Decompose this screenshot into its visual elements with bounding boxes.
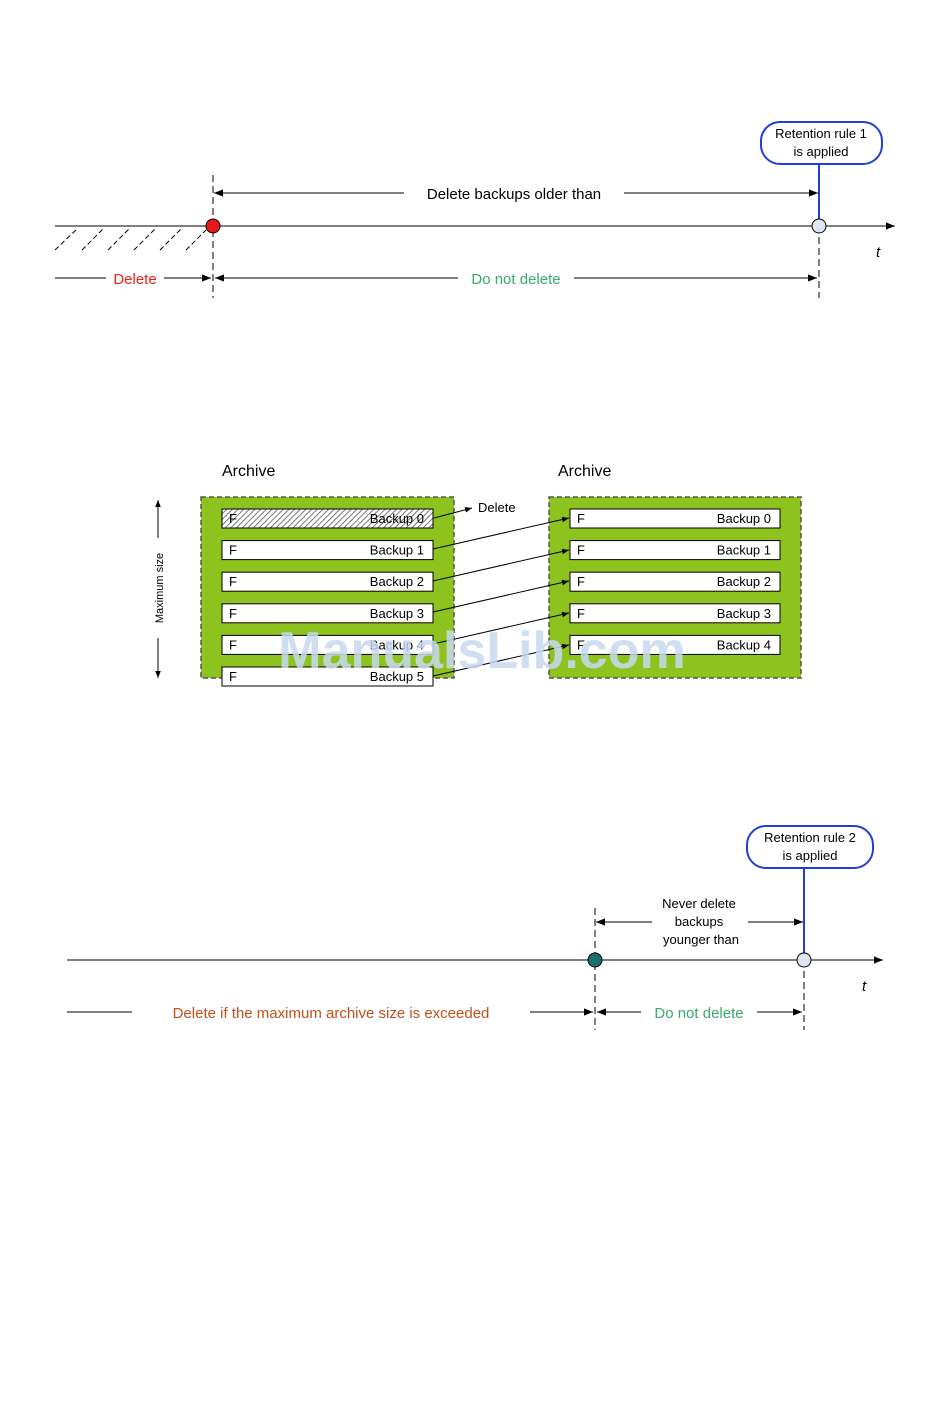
backup-type-label: F xyxy=(577,637,585,652)
backup-row-box xyxy=(221,540,434,561)
backup-row-box xyxy=(569,634,781,655)
backup-type-label: F xyxy=(229,669,237,684)
backup-row: F Backup 4 xyxy=(569,634,781,655)
backup-row-box xyxy=(221,666,434,687)
cutoff-point xyxy=(587,952,603,968)
backup-type-label: F xyxy=(577,511,585,526)
backup-type-label: F xyxy=(229,574,237,589)
axis-label-t: t xyxy=(862,978,867,995)
backup-row: F Backup 2 xyxy=(569,571,781,592)
span-label-line-1: Never delete xyxy=(662,896,736,911)
backup-row: F Backup 2 xyxy=(221,571,434,592)
backup-row-box xyxy=(221,603,434,624)
backup-row-box xyxy=(221,634,434,655)
backup-type-label: F xyxy=(577,543,585,558)
callout-line-2: is applied xyxy=(783,848,838,863)
callout-line-1: Retention rule 2 xyxy=(764,830,856,845)
backup-type-label: F xyxy=(577,606,585,621)
backup-row: F Backup 0 xyxy=(569,508,781,529)
callout-line-1: Retention rule 1 xyxy=(775,126,867,141)
delete-label: Delete xyxy=(113,271,156,288)
backup-name-label: Backup 1 xyxy=(370,543,424,558)
right-archive-rows: F Backup 0 F Backup 1 F Backup 2 F Backup 3 F Bac… xyxy=(569,508,781,655)
delete-arrow xyxy=(433,507,473,519)
backup-name-label: Backup 0 xyxy=(370,511,424,526)
cutoff-point xyxy=(205,218,221,234)
callout-line-2: is applied xyxy=(794,144,849,159)
backup-row-box xyxy=(569,540,781,561)
backup-row: F Backup 1 xyxy=(569,540,781,561)
backup-type-label: F xyxy=(229,637,237,652)
retention-rule-2-diagram: t Never delete backups younger than Rete… xyxy=(67,825,883,1030)
axis-label-t: t xyxy=(876,244,881,261)
retention-rule-1-callout xyxy=(760,121,883,165)
backup-row-box xyxy=(569,508,781,529)
backup-name-label: Backup 2 xyxy=(370,574,424,589)
watermark: ManualsLib.com xyxy=(278,622,685,680)
delete-label: Delete xyxy=(478,500,516,515)
left-archive-rows: F Backup 0 F Backup 1 F Backup 2 F Backup 3 F Bac… xyxy=(221,508,434,687)
retention-rule-2-callout xyxy=(746,825,874,869)
backup-name-label: Backup 3 xyxy=(370,606,424,621)
rule-point xyxy=(796,952,812,968)
backup-name-label: Backup 1 xyxy=(717,543,771,558)
backup-row: F Backup 5 xyxy=(221,666,434,687)
backup-name-label: Backup 5 xyxy=(370,669,424,684)
backup-row: F Backup 0 xyxy=(221,508,434,529)
delete-if-exceeded-label: Delete if the maximum archive size is ex… xyxy=(173,1005,490,1022)
do-not-delete-label: Do not delete xyxy=(654,1005,743,1022)
rule-point xyxy=(811,218,827,234)
left-archive-title: Archive xyxy=(222,463,275,480)
right-archive-title: Archive xyxy=(558,463,611,480)
backup-row-box xyxy=(221,508,434,529)
archive-size-diagram: Archive Archive Maximum size F Backup 0 F B… xyxy=(150,463,802,687)
backup-name-label: Backup 4 xyxy=(370,637,424,652)
backup-name-label: Backup 3 xyxy=(717,606,771,621)
backup-row: F Backup 1 xyxy=(221,540,434,561)
backup-row-box xyxy=(569,571,781,592)
backup-name-label: Backup 4 xyxy=(717,637,771,652)
maximum-size-label: Maximum size xyxy=(154,553,166,623)
backup-type-label: F xyxy=(577,574,585,589)
span-label-line-3: younger than xyxy=(663,932,739,947)
backup-type-label: F xyxy=(229,543,237,558)
backup-name-label: Backup 0 xyxy=(717,511,771,526)
do-not-delete-label: Do not delete xyxy=(471,271,560,288)
backup-type-label: F xyxy=(229,511,237,526)
span-label-line-2: backups xyxy=(675,914,724,929)
backup-type-label: F xyxy=(229,606,237,621)
retention-rule-1-diagram: t Delete backups older than Retention ru… xyxy=(54,121,895,298)
backup-row: F Backup 4 xyxy=(221,634,434,655)
backup-row-box xyxy=(221,571,434,592)
backup-row: F Backup 3 xyxy=(569,603,781,624)
backup-row: F Backup 3 xyxy=(221,603,434,624)
backup-shift-arrows xyxy=(432,516,570,677)
deleted-region-hatch xyxy=(54,227,207,251)
backup-row-box xyxy=(569,603,781,624)
backup-name-label: Backup 2 xyxy=(717,574,771,589)
span-label: Delete backups older than xyxy=(427,186,601,203)
